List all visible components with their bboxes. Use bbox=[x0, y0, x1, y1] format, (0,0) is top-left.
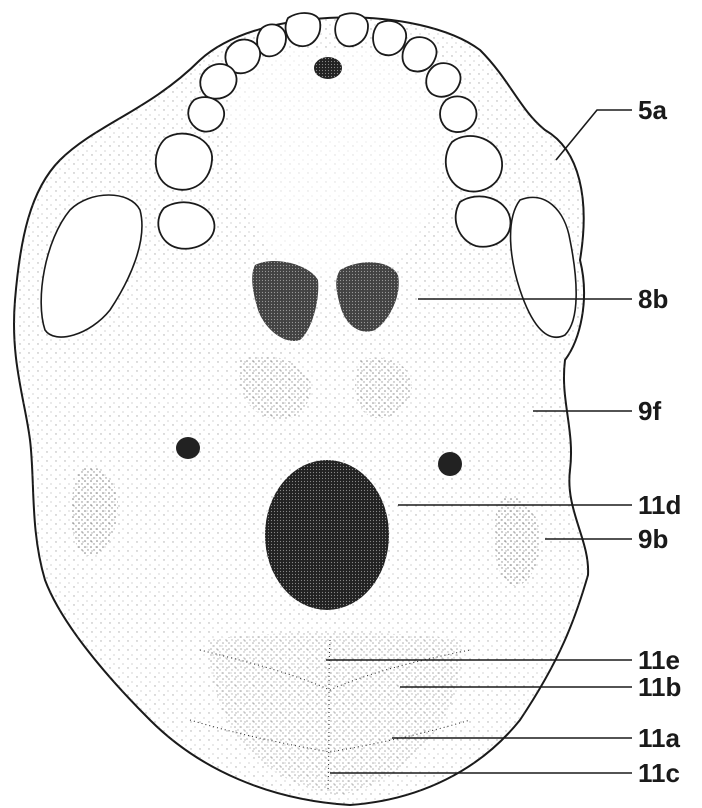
left-jugular-foramen bbox=[176, 437, 200, 459]
tooth bbox=[158, 202, 214, 248]
label-11c: 11c bbox=[638, 758, 680, 788]
tooth bbox=[156, 134, 212, 190]
label-5a: 5a bbox=[638, 95, 667, 125]
label-11a: 11a bbox=[638, 723, 680, 753]
tooth bbox=[426, 63, 460, 97]
label-9f: 9f bbox=[638, 396, 661, 426]
tooth bbox=[440, 96, 477, 132]
label-8b: 8b bbox=[638, 284, 668, 314]
label-11d: 11d bbox=[638, 490, 681, 520]
tooth bbox=[200, 64, 236, 99]
tooth bbox=[446, 136, 502, 192]
tooth bbox=[403, 37, 437, 71]
tooth bbox=[188, 97, 224, 131]
foramen-magnum bbox=[265, 460, 389, 610]
tooth bbox=[456, 196, 511, 246]
labels: 5a 8b 9f 11d 9b 11e 11b 11a 11c bbox=[638, 95, 681, 788]
tooth bbox=[257, 24, 286, 56]
label-11e: 11e bbox=[638, 645, 680, 675]
label-9b: 9b bbox=[638, 524, 668, 554]
tooth bbox=[373, 21, 406, 55]
incisive-foramen bbox=[314, 57, 342, 79]
right-jugular-foramen bbox=[438, 452, 462, 476]
tooth bbox=[286, 13, 321, 46]
label-11b: 11b bbox=[638, 672, 681, 702]
